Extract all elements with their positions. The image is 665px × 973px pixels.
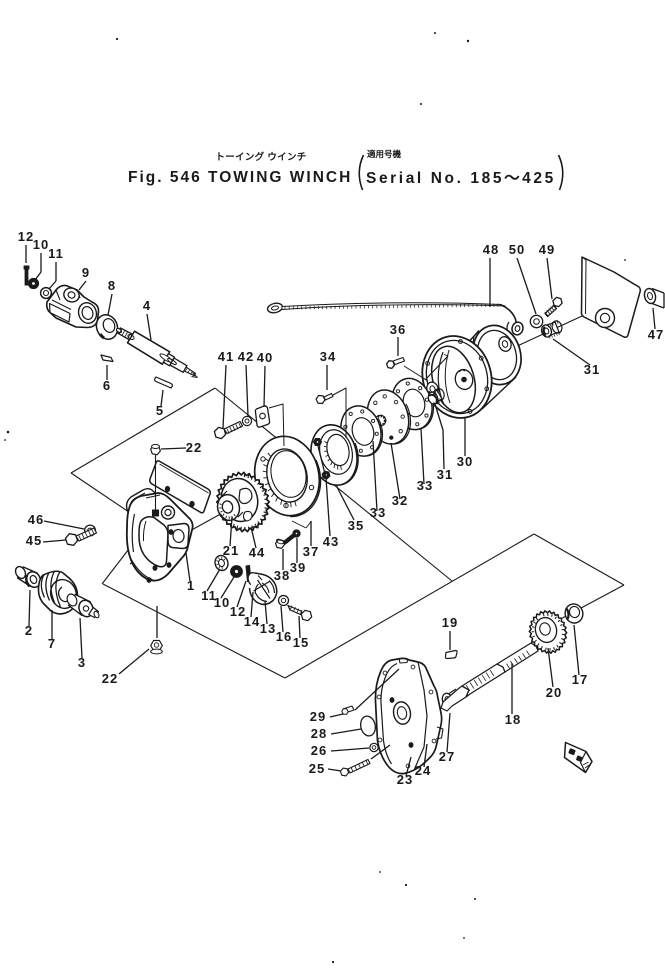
svg-text:42: 42 (238, 349, 254, 364)
svg-text:14: 14 (244, 614, 260, 629)
svg-text:37: 37 (303, 544, 319, 559)
svg-text:トーイング ウインチ: トーイング ウインチ (215, 151, 306, 163)
svg-text:45: 45 (26, 533, 42, 548)
svg-text:35: 35 (348, 518, 364, 533)
svg-text:23: 23 (397, 772, 413, 787)
svg-text:6: 6 (103, 378, 111, 393)
svg-text:32: 32 (392, 493, 408, 508)
svg-text:22: 22 (186, 440, 202, 455)
svg-text:10: 10 (214, 595, 230, 610)
svg-text:38: 38 (274, 568, 290, 583)
svg-text:11: 11 (201, 588, 217, 603)
svg-text:48: 48 (483, 242, 499, 257)
svg-text:31: 31 (437, 467, 453, 482)
svg-text:4: 4 (143, 298, 151, 313)
svg-text:3: 3 (78, 655, 86, 670)
svg-text:47: 47 (648, 327, 664, 342)
svg-text:43: 43 (323, 534, 339, 549)
svg-text:10: 10 (33, 237, 49, 252)
svg-text:26: 26 (311, 743, 327, 758)
svg-text:46: 46 (28, 512, 44, 527)
svg-text:36: 36 (390, 322, 406, 337)
svg-text:40: 40 (257, 350, 273, 365)
svg-text:30: 30 (457, 454, 473, 469)
svg-text:34: 34 (320, 349, 336, 364)
svg-text:1: 1 (187, 578, 195, 593)
svg-text:44: 44 (249, 545, 265, 560)
svg-text:5: 5 (156, 403, 164, 418)
svg-text:8: 8 (108, 278, 116, 293)
svg-text:24: 24 (415, 763, 431, 778)
svg-text:16: 16 (276, 629, 292, 644)
svg-text:Serial No. 185～425: Serial No. 185～425 (366, 170, 556, 187)
svg-text:20: 20 (546, 685, 562, 700)
svg-text:33: 33 (370, 505, 386, 520)
svg-text:27: 27 (439, 749, 455, 764)
svg-text:49: 49 (539, 242, 555, 257)
svg-text:17: 17 (572, 672, 588, 687)
svg-text:12: 12 (18, 229, 34, 244)
svg-text:19: 19 (442, 615, 458, 630)
svg-text:31: 31 (584, 362, 600, 377)
svg-text:15: 15 (293, 635, 309, 650)
svg-text:7: 7 (48, 636, 56, 651)
svg-text:2: 2 (25, 623, 33, 638)
svg-text:適用号機: 適用号機 (367, 149, 402, 159)
svg-text:9: 9 (82, 265, 90, 280)
svg-text:12: 12 (230, 604, 246, 619)
svg-text:Fig. 546 TOWING WINCH: Fig. 546 TOWING WINCH (128, 169, 352, 186)
svg-text:25: 25 (309, 761, 325, 776)
svg-text:50: 50 (509, 242, 525, 257)
svg-text:18: 18 (505, 712, 521, 727)
svg-text:13: 13 (260, 621, 276, 636)
svg-text:21: 21 (223, 543, 239, 558)
svg-text:11: 11 (48, 246, 64, 261)
svg-text:39: 39 (290, 560, 306, 575)
svg-text:33: 33 (417, 478, 433, 493)
svg-text:29: 29 (310, 709, 326, 724)
svg-text:22: 22 (102, 671, 118, 686)
svg-text:28: 28 (311, 726, 327, 741)
svg-text:41: 41 (218, 349, 234, 364)
